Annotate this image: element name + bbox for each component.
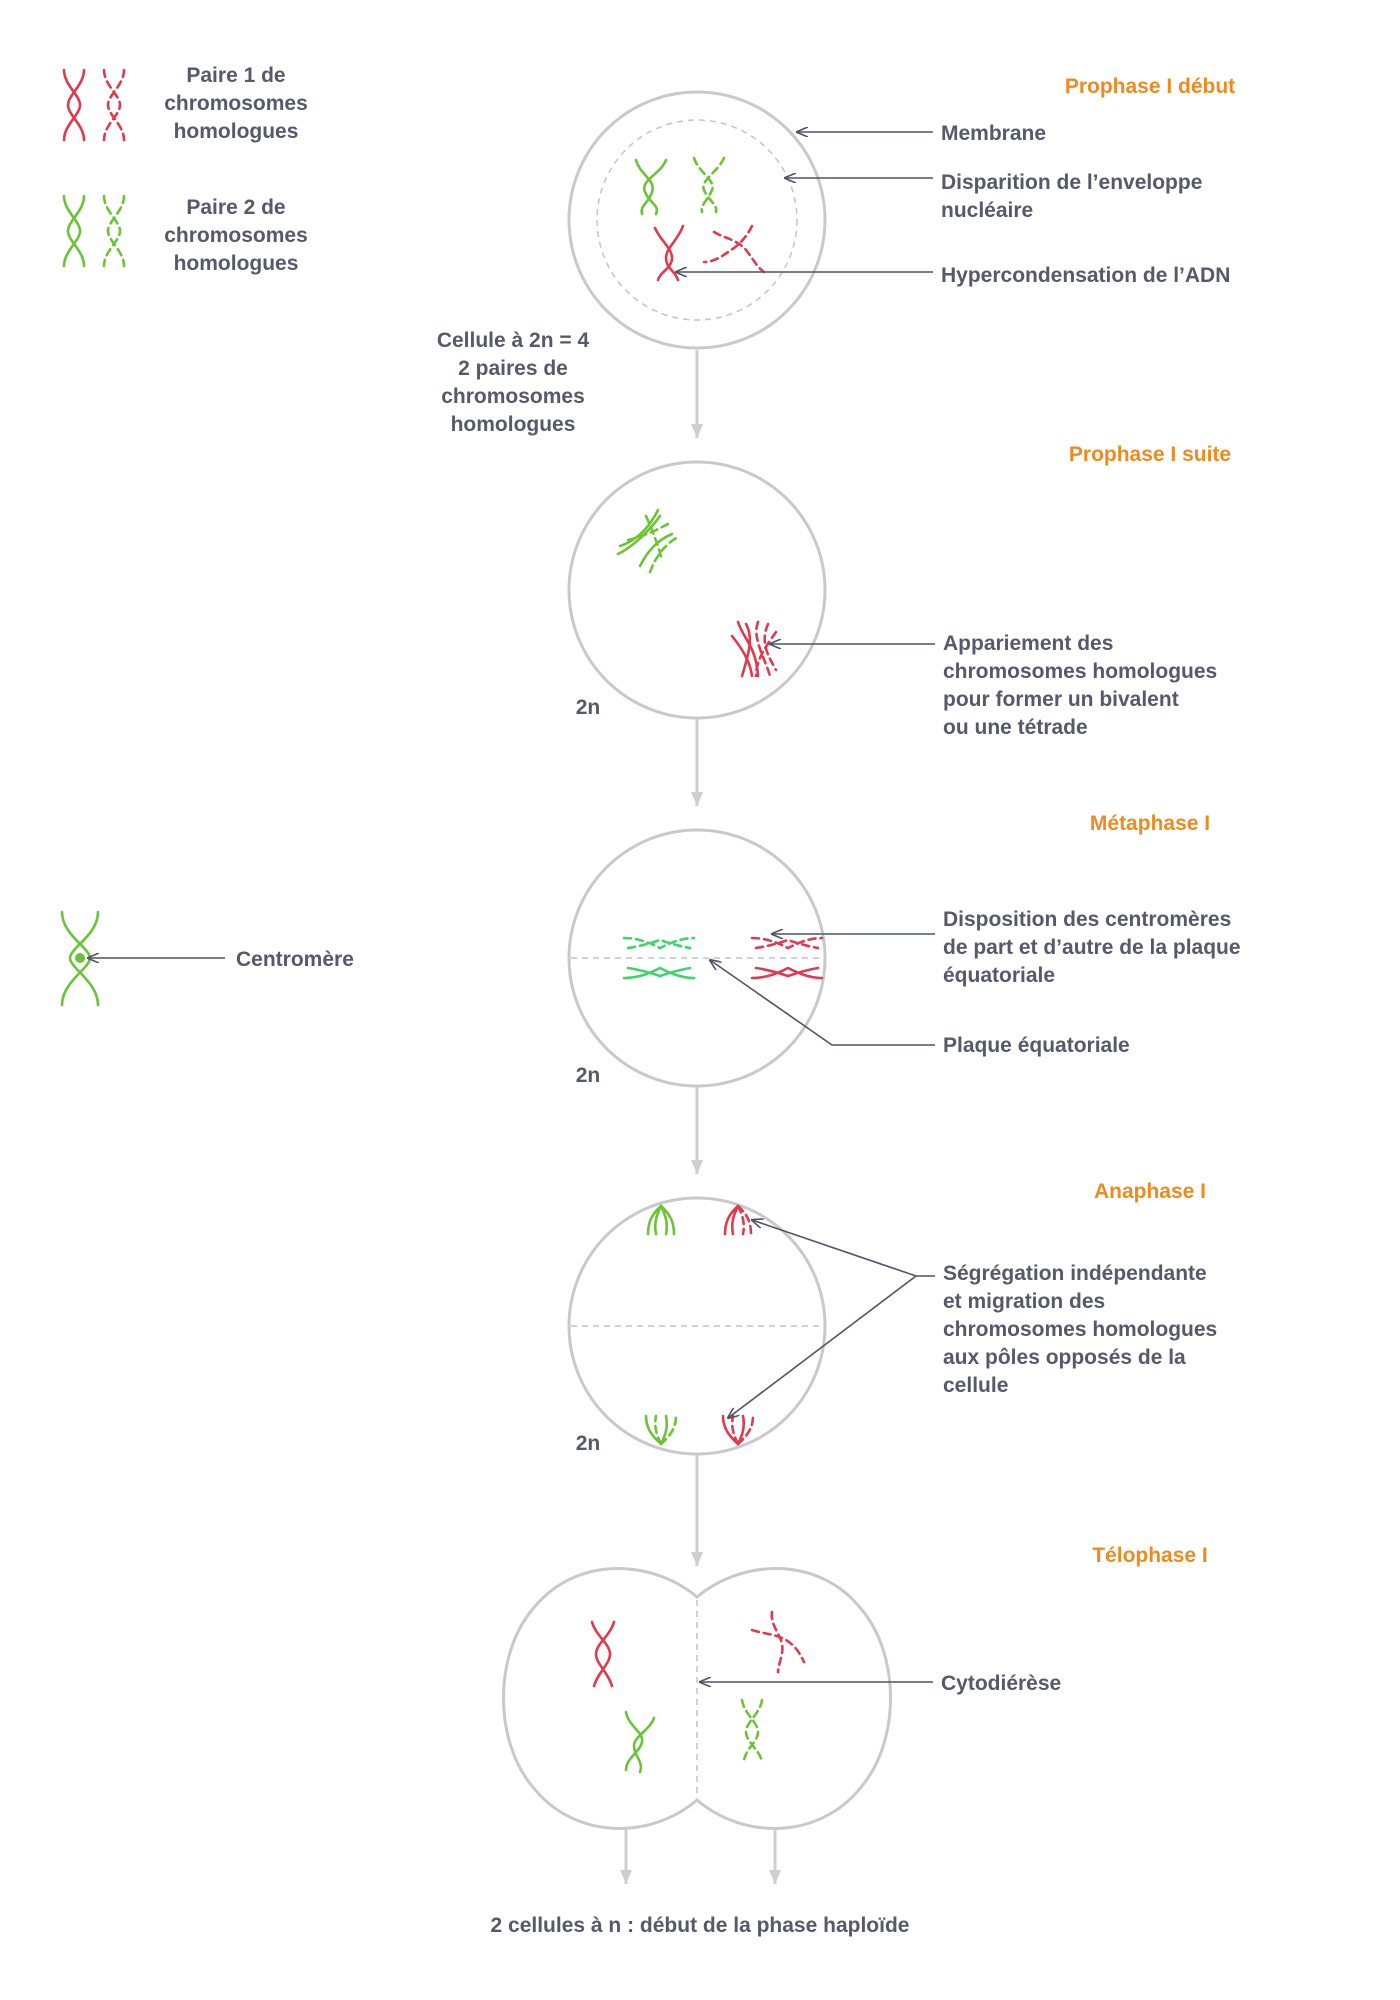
label-segregation-1: Ségrégation indépendante xyxy=(943,1262,1207,1285)
stage-prophase-suite: Prophase I suite Appariement des chromos… xyxy=(567,443,1231,739)
label-appariement-1: Appariement des xyxy=(943,632,1113,655)
stage-title-prophase-suite: Prophase I suite xyxy=(1069,443,1231,466)
telophase-red-solid xyxy=(590,1620,616,1688)
label-appariement-3: pour former un bivalent xyxy=(943,688,1179,711)
legend-pair2: Paire 2 de chromosomes homologues xyxy=(62,194,308,275)
label-cellule-1: Cellule à 2n = 4 xyxy=(437,329,590,352)
legend-pair2-line2: chromosomes xyxy=(164,224,308,247)
legend-centromere-label: Centromère xyxy=(236,948,354,971)
label-appariement-2: chromosomes homologues xyxy=(943,660,1217,683)
tetrad-red xyxy=(750,936,824,980)
legend-pair1-line2: chromosomes xyxy=(164,92,308,115)
plaque-pointer xyxy=(710,960,935,1046)
chromosome-red-dashed xyxy=(702,224,766,274)
label-disposition-2: de part et d’autre de la plaque xyxy=(943,936,1241,959)
telophase-green-dashed xyxy=(740,1698,764,1764)
stage-metaphase: Métaphase I Disposition des centromères … xyxy=(567,812,1241,1088)
telophase-red-dashed xyxy=(750,1610,806,1674)
label-disposition-1: Disposition des centromères xyxy=(943,908,1231,931)
stage-telophase: Télophase I Cytodiérèse 2 cellules à n :… xyxy=(491,1544,1208,1937)
segregation-pointer-bottom xyxy=(728,1275,917,1418)
centromere-dot xyxy=(75,953,85,963)
chromosome-green-dashed xyxy=(692,156,726,214)
legend-pair2-chromosome-dashed xyxy=(102,194,126,268)
legend-pair2-line3: homologues xyxy=(174,252,299,275)
label-result: 2 cellules à n : début de la phase haplo… xyxy=(491,1914,910,1937)
stage-title-prophase-debut: Prophase I début xyxy=(1065,75,1235,98)
stage-title-anaphase: Anaphase I xyxy=(1094,1180,1206,1203)
label-disparition-2: nucléaire xyxy=(941,199,1033,222)
legend-pair1-line3: homologues xyxy=(174,120,299,143)
legend-pair1-line1: Paire 1 de xyxy=(186,64,285,87)
legend-pair2-line1: Paire 2 de xyxy=(186,196,285,219)
anaphase-green-bottom xyxy=(644,1414,678,1446)
label-hypercondensation: Hypercondensation de l’ADN xyxy=(941,264,1230,287)
cell-1 xyxy=(567,90,827,350)
stage-title-telophase: Télophase I xyxy=(1092,1544,1208,1567)
label-cellule-3: chromosomes xyxy=(441,385,585,408)
label-segregation-2: et migration des xyxy=(943,1290,1105,1313)
stage-prophase-debut: Prophase I début Membrane Disparition de… xyxy=(437,75,1235,436)
tetrad-green xyxy=(622,936,696,980)
label-membrane: Membrane xyxy=(941,122,1046,145)
label-disposition-3: équatoriale xyxy=(943,964,1055,987)
chromosome-green-solid xyxy=(634,158,668,216)
legend-pair2-chromosome-solid xyxy=(62,194,86,268)
label-segregation-3: chromosomes homologues xyxy=(943,1318,1217,1341)
ploidy-2n-stage3: 2n xyxy=(576,1064,601,1087)
anaphase-red-top xyxy=(723,1204,753,1236)
cell-2 xyxy=(567,460,827,720)
chromosome-red-solid xyxy=(653,224,685,282)
label-cellule-4: homologues xyxy=(451,413,576,436)
label-segregation-4: aux pôles opposés de la xyxy=(943,1346,1186,1369)
label-plaque: Plaque équatoriale xyxy=(943,1034,1130,1057)
label-cytodierese: Cytodiérèse xyxy=(941,1672,1061,1695)
legend-pair1: Paire 1 de chromosomes homologues xyxy=(62,64,308,143)
label-segregation-5: cellule xyxy=(943,1374,1008,1397)
dividing-cells xyxy=(502,1567,892,1830)
label-disparition-1: Disparition de l’enveloppe xyxy=(941,171,1202,194)
legend-centromere: Centromère xyxy=(60,910,354,1007)
stage-title-metaphase: Métaphase I xyxy=(1090,812,1210,835)
ploidy-2n-stage2: 2n xyxy=(576,696,601,719)
bivalent-green xyxy=(616,508,678,574)
legend-pair1-chromosome-solid xyxy=(62,68,86,142)
nuclear-envelope xyxy=(596,119,798,321)
ploidy-2n-stage4: 2n xyxy=(576,1432,601,1455)
legend-pair1-chromosome-dashed xyxy=(102,68,126,142)
anaphase-green-top xyxy=(646,1204,676,1236)
bivalent-red xyxy=(730,620,778,678)
telophase-green-solid xyxy=(624,1710,656,1774)
label-appariement-4: ou une tétrade xyxy=(943,716,1088,739)
stage-anaphase: Anaphase I Ségrégation i xyxy=(567,1180,1217,1456)
label-cellule-2: 2 paires de xyxy=(458,357,568,380)
